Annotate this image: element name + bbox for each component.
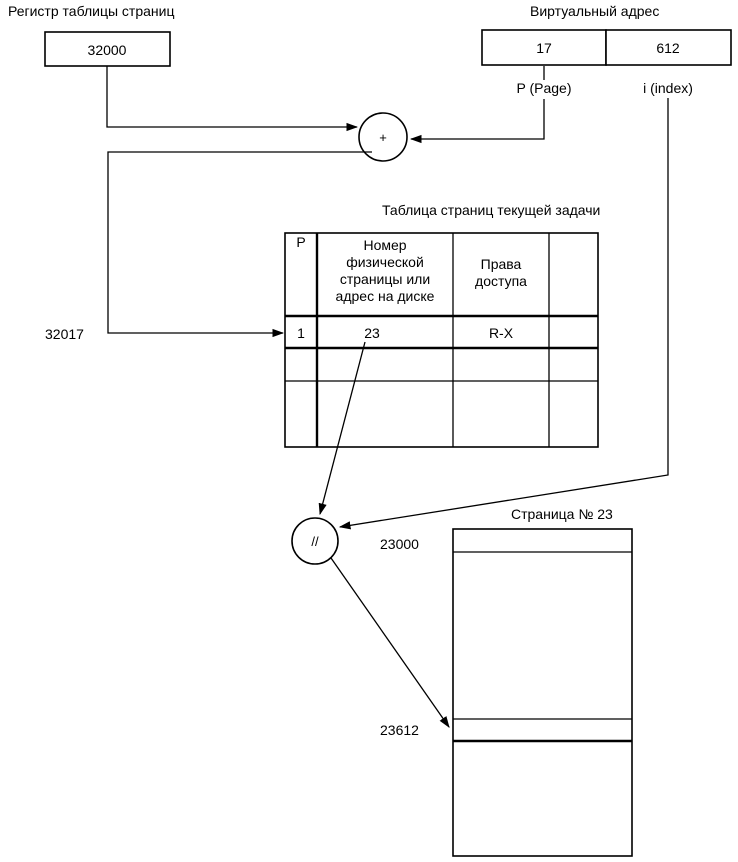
page-target-address: 23612 <box>380 722 419 738</box>
adder-to-table-arrow <box>107 151 372 338</box>
register-value: 32000 <box>88 42 127 58</box>
header-frame-line-4: адрес на диске <box>336 288 435 304</box>
page-field-label: P (Page) <box>517 80 572 96</box>
header-rights-line-1: Права <box>481 256 522 272</box>
page-table-title: Таблица страниц текущей задачи <box>382 202 600 218</box>
index-to-concat-arrow <box>338 98 669 530</box>
virtual-address-title: Виртуальный адрес <box>530 3 659 19</box>
row-rights-value: R-X <box>489 325 514 341</box>
header-frame-line-3: страницы или <box>340 271 430 287</box>
page-title: Страница № 23 <box>511 506 613 522</box>
entry-address-label: 32017 <box>45 326 84 342</box>
header-frame-line-1: Номер <box>363 237 406 253</box>
header-p: P <box>296 234 305 250</box>
adder-symbol: + <box>379 130 387 145</box>
header-rights-line-2: доступа <box>475 273 527 289</box>
row-p-value: 1 <box>297 325 305 341</box>
register-to-adder-arrow <box>106 66 359 132</box>
adder-circle <box>358 112 408 162</box>
virtual-address-index-field <box>605 29 732 66</box>
row-frame-value: 23 <box>364 325 380 341</box>
virtual-address-page-value: 17 <box>536 40 552 56</box>
frame-to-concat-arrow <box>318 341 366 516</box>
index-field-label: i (index) <box>643 80 693 96</box>
header-frame-line-2: физической <box>346 254 424 270</box>
concat-circle <box>291 517 339 565</box>
page-table <box>284 232 599 448</box>
physical-page <box>452 528 633 857</box>
page-start-address: 23000 <box>380 536 419 552</box>
register-box <box>44 31 171 67</box>
page-to-adder-arrow <box>409 99 545 144</box>
virtual-address-page-field <box>481 29 607 66</box>
virtual-address-index-value: 612 <box>656 40 680 56</box>
concat-symbol: // <box>311 534 319 549</box>
register-title: Регистр таблицы страниц <box>8 3 174 19</box>
concat-to-page-arrow <box>330 557 450 728</box>
